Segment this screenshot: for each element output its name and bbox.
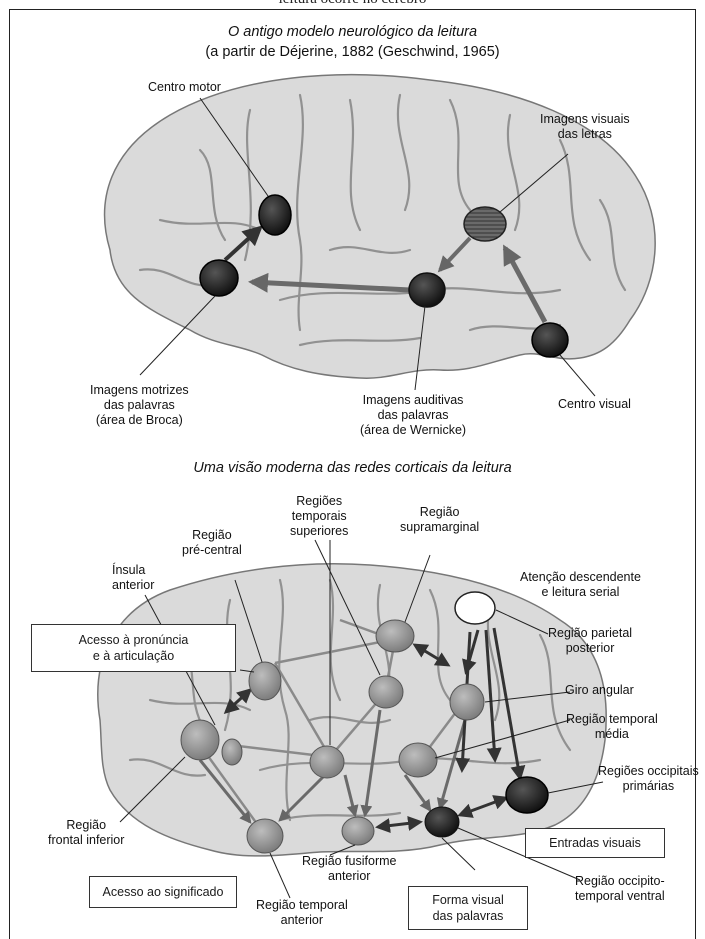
label-giro-angular: Giro angular bbox=[565, 683, 634, 698]
node-broca bbox=[200, 260, 238, 296]
label-temporal-anterior: Região temporal anterior bbox=[256, 898, 348, 928]
node-temporal-media-b bbox=[399, 743, 437, 777]
box-acesso-pronuncia: Acesso à pronúncia e à articulação bbox=[31, 624, 236, 672]
node-fusiforme-anterior bbox=[342, 817, 374, 845]
label-imagens-visuais: Imagens visuais das letras bbox=[540, 112, 630, 142]
box-entradas-visuais: Entradas visuais bbox=[525, 828, 665, 858]
label-centro-visual: Centro visual bbox=[558, 397, 631, 412]
node-centro-visual bbox=[532, 323, 568, 357]
node-imagens-visuais bbox=[464, 207, 506, 241]
top-title: O antigo modelo neurológico da leitura bbox=[0, 24, 705, 40]
label-imagens-motrizes: Imagens motrizes das palavras (área de B… bbox=[90, 383, 189, 428]
node-insula bbox=[222, 739, 242, 765]
node-centro-motor bbox=[259, 195, 291, 235]
node-pre-central bbox=[249, 662, 281, 700]
node-giro-angular bbox=[450, 684, 484, 720]
label-atencao: Atenção descendente e leitura serial bbox=[520, 570, 641, 600]
label-supramarginal: Região supramarginal bbox=[400, 505, 479, 535]
label-centro-motor: Centro motor bbox=[148, 80, 221, 95]
box-acesso-significado: Acesso ao significado bbox=[89, 876, 237, 908]
label-parietal-posterior: Região parietal posterior bbox=[548, 626, 632, 656]
label-insula: Ínsula anterior bbox=[112, 563, 154, 593]
node-parietal-posterior bbox=[455, 592, 495, 624]
label-temporal-media: Região temporal média bbox=[566, 712, 658, 742]
label-regioes-temporais: Regiões temporais superiores bbox=[290, 494, 348, 539]
box-forma-visual: Forma visual das palavras bbox=[408, 886, 528, 930]
node-wernicke bbox=[409, 273, 445, 307]
label-fusiforme-anterior: Região fusiforme anterior bbox=[302, 854, 397, 884]
node-temporais-superiores bbox=[369, 676, 403, 708]
top-subtitle: (a partir de Déjerine, 1882 (Geschwind, … bbox=[0, 44, 705, 60]
node-occipito-temporal bbox=[425, 807, 459, 837]
node-supramarginal bbox=[376, 620, 414, 652]
bottom-title: Uma visão moderna das redes corticais da… bbox=[0, 460, 705, 476]
node-occipitais-primarias bbox=[506, 777, 548, 813]
label-imagens-auditivas: Imagens auditivas das palavras (área de … bbox=[360, 393, 466, 438]
label-occipitais-primarias: Regiões occipitais primárias bbox=[598, 764, 699, 794]
label-frontal-inferior: Região frontal inferior bbox=[48, 818, 124, 848]
label-pre-central: Região pré-central bbox=[182, 528, 242, 558]
node-temporal-anterior bbox=[247, 819, 283, 853]
node-temporal-media-a bbox=[310, 746, 344, 778]
node-frontal-inferior bbox=[181, 720, 219, 760]
label-occipito-temporal: Região occipito- temporal ventral bbox=[575, 874, 665, 904]
